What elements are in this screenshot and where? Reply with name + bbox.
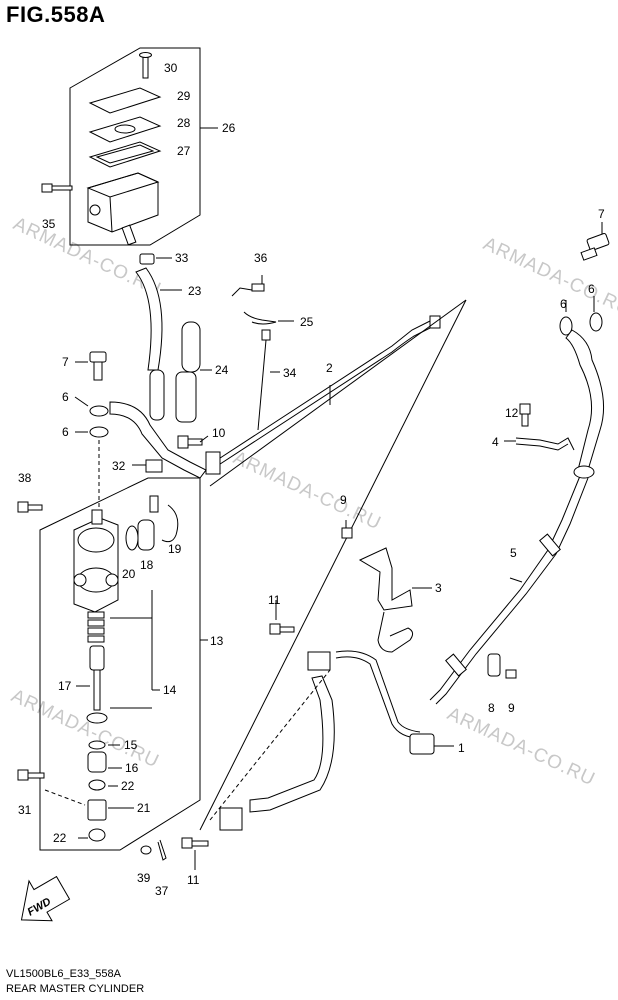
callout-36: 36	[254, 251, 268, 265]
bolt-12	[519, 403, 531, 427]
pipe-4	[504, 403, 575, 451]
hose-24	[149, 321, 212, 423]
reservoir-group	[41, 47, 218, 246]
watermark-3: ARMADA-CO.RU	[230, 447, 385, 534]
callout-29: 29	[177, 89, 191, 103]
bolt-38	[17, 501, 43, 513]
callout-21: 21	[137, 801, 151, 815]
callout-numbers: 30 29 28 26 27 35 33 23 36 25 24 34 2 7 …	[18, 61, 605, 898]
union-bolt-7-right	[580, 233, 610, 261]
reservoir-hose	[135, 253, 182, 371]
callout-6-right-b: 6	[588, 282, 595, 296]
pipe-and-switch	[335, 650, 454, 755]
reservoir-body	[86, 172, 160, 246]
figure-title: FIG.558A	[6, 2, 106, 27]
callout-30: 30	[164, 61, 178, 75]
callout-20: 20	[122, 567, 136, 581]
callout-8: 8	[488, 701, 495, 715]
reservoir-cap	[88, 87, 162, 114]
master-cylinder-group	[17, 477, 208, 851]
watermark-5: ARMADA-CO.RU	[444, 703, 599, 790]
callout-34: 34	[283, 366, 297, 380]
callout-7-left: 7	[62, 355, 69, 369]
bolt-35	[41, 183, 73, 193]
callout-12: 12	[505, 406, 519, 420]
right-upper-fitting	[559, 222, 610, 479]
callout-10: 10	[212, 426, 226, 440]
callout-22-b: 22	[53, 831, 67, 845]
bolt-11-bottom	[181, 837, 209, 849]
fwd-arrow: FWD	[20, 875, 71, 922]
clamp-32	[145, 459, 163, 473]
master-cylinder-body	[73, 509, 119, 613]
callout-13: 13	[210, 634, 224, 648]
callout-33: 33	[175, 251, 189, 265]
callout-1: 1	[458, 741, 465, 755]
callout-11-top: 11	[268, 593, 281, 607]
callout-35: 35	[42, 217, 56, 231]
clip-25	[231, 275, 294, 325]
callout-23: 23	[188, 284, 202, 298]
callout-16: 16	[125, 761, 139, 775]
union-bolt-7	[89, 351, 107, 381]
callout-22-a: 22	[121, 779, 135, 793]
callout-38: 38	[18, 471, 32, 485]
bolt-11-top	[269, 623, 295, 635]
circlip-19	[161, 504, 179, 543]
callout-9-right: 9	[508, 701, 515, 715]
upper-union	[74, 351, 209, 510]
callout-3: 3	[435, 581, 442, 595]
callout-19: 19	[168, 542, 182, 556]
callout-39: 39	[137, 871, 151, 885]
diaphragm-plate	[88, 116, 162, 143]
bolt-9-top	[341, 527, 353, 539]
figure-code: VL1500BL6_E33_558A	[6, 968, 121, 980]
diaphragm	[88, 141, 162, 168]
callout-31: 31	[18, 803, 32, 817]
callout-24: 24	[215, 363, 229, 377]
callout-15: 15	[124, 738, 138, 752]
callout-28: 28	[177, 116, 191, 130]
callout-14: 14	[163, 683, 177, 697]
callout-6-left-a: 6	[62, 390, 69, 404]
bolt-9-right	[505, 669, 517, 679]
bolt-31	[17, 769, 45, 781]
callout-26: 26	[222, 121, 236, 135]
clamp-8	[487, 653, 517, 679]
piston	[89, 645, 105, 711]
brake-hose-5	[429, 475, 589, 705]
callout-25: 25	[300, 315, 314, 329]
washer-pin	[140, 839, 167, 861]
callout-11-bottom: 11	[187, 873, 200, 887]
bracket-3	[341, 520, 432, 653]
callout-27: 27	[177, 144, 191, 158]
callout-7-right: 7	[598, 207, 605, 221]
callout-17: 17	[58, 679, 72, 693]
reference-lines	[199, 299, 467, 831]
screw-30	[139, 52, 152, 79]
callout-18: 18	[140, 558, 154, 572]
o-ring-20	[125, 525, 139, 551]
brake-hose-2	[205, 315, 441, 475]
lower-hose	[181, 600, 335, 870]
pushrod	[86, 712, 108, 773]
figure-name: REAR MASTER CYLINDER	[6, 983, 145, 995]
watermark-4: ARMADA-CO.RU	[8, 685, 163, 772]
callout-5: 5	[510, 546, 517, 560]
callout-2: 2	[326, 361, 333, 375]
callout-37: 37	[155, 884, 169, 898]
cable-tie-34	[257, 329, 280, 431]
callout-32: 32	[112, 459, 126, 473]
callout-9-top: 9	[340, 493, 347, 507]
bolt-10	[177, 435, 203, 449]
connector-18	[137, 519, 155, 551]
callout-6-right-a: 6	[560, 297, 567, 311]
callout-4: 4	[492, 435, 499, 449]
spring	[87, 611, 105, 643]
callout-6-left-b: 6	[62, 425, 69, 439]
